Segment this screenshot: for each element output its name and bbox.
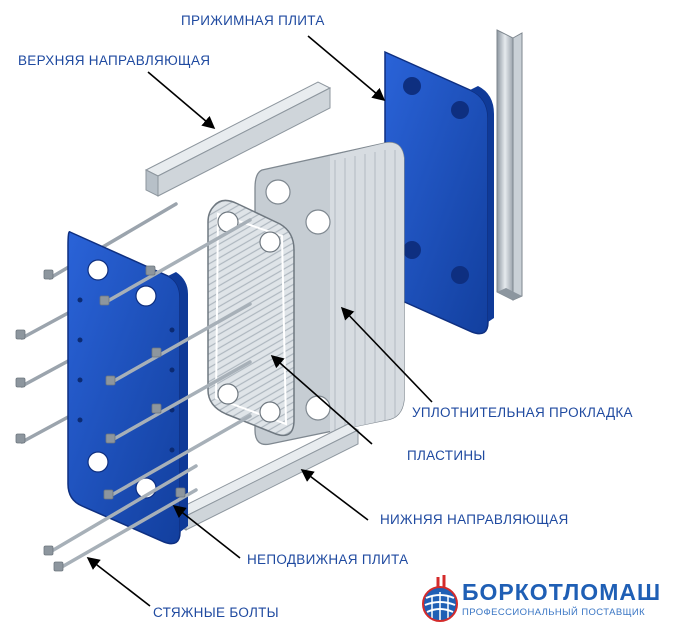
brand-tagline: ПРОФЕССИОНАЛЬНЫЙ ПОСТАВЩИК bbox=[462, 607, 646, 618]
label-tie-bolts: СТЯЖНЫЕ БОЛТЫ bbox=[153, 605, 279, 620]
arrow-pressure-plate bbox=[307, 35, 386, 102]
arrow-fixed-plate bbox=[172, 505, 241, 559]
label-upper-guide: ВЕРХНЯЯ НАПРАВЛЯЮЩАЯ bbox=[18, 53, 211, 68]
upper-guide-bar bbox=[144, 81, 332, 197]
arrow-tie-bolts bbox=[86, 557, 151, 607]
fixed-plate bbox=[67, 231, 188, 545]
bolt-nuts bbox=[15, 265, 186, 572]
brand-name: БОРКОТЛОМАШ bbox=[462, 579, 662, 605]
label-lower-guide: НИЖНЯЯ НАПРАВЛЯЮЩАЯ bbox=[380, 512, 569, 527]
label-pressure-plate: ПРИЖИМНАЯ ПЛИТА bbox=[181, 13, 325, 28]
label-plates: ПЛАСТИНЫ bbox=[407, 448, 486, 463]
arrow-lower-guide bbox=[300, 469, 369, 521]
leader-arrows bbox=[86, 35, 433, 607]
brand-logo-icon bbox=[422, 575, 458, 622]
single-plate bbox=[207, 199, 295, 437]
label-fixed-plate: НЕПОДВИЖНАЯ ПЛИТА bbox=[247, 552, 409, 567]
label-gasket: УПЛОТНИТЕЛЬНАЯ ПРОКЛАДКА bbox=[412, 405, 633, 420]
support-column bbox=[496, 29, 523, 301]
arrow-plates bbox=[270, 354, 373, 445]
arrow-gasket bbox=[340, 306, 433, 403]
brand-logo: БОРКОТЛОМАШ ПРОФЕССИОНАЛЬНЫЙ ПОСТАВЩИК bbox=[462, 580, 661, 618]
pressure-plate bbox=[384, 50, 494, 335]
arrow-upper-guide bbox=[147, 71, 216, 130]
tie-bolts-front bbox=[48, 218, 252, 570]
